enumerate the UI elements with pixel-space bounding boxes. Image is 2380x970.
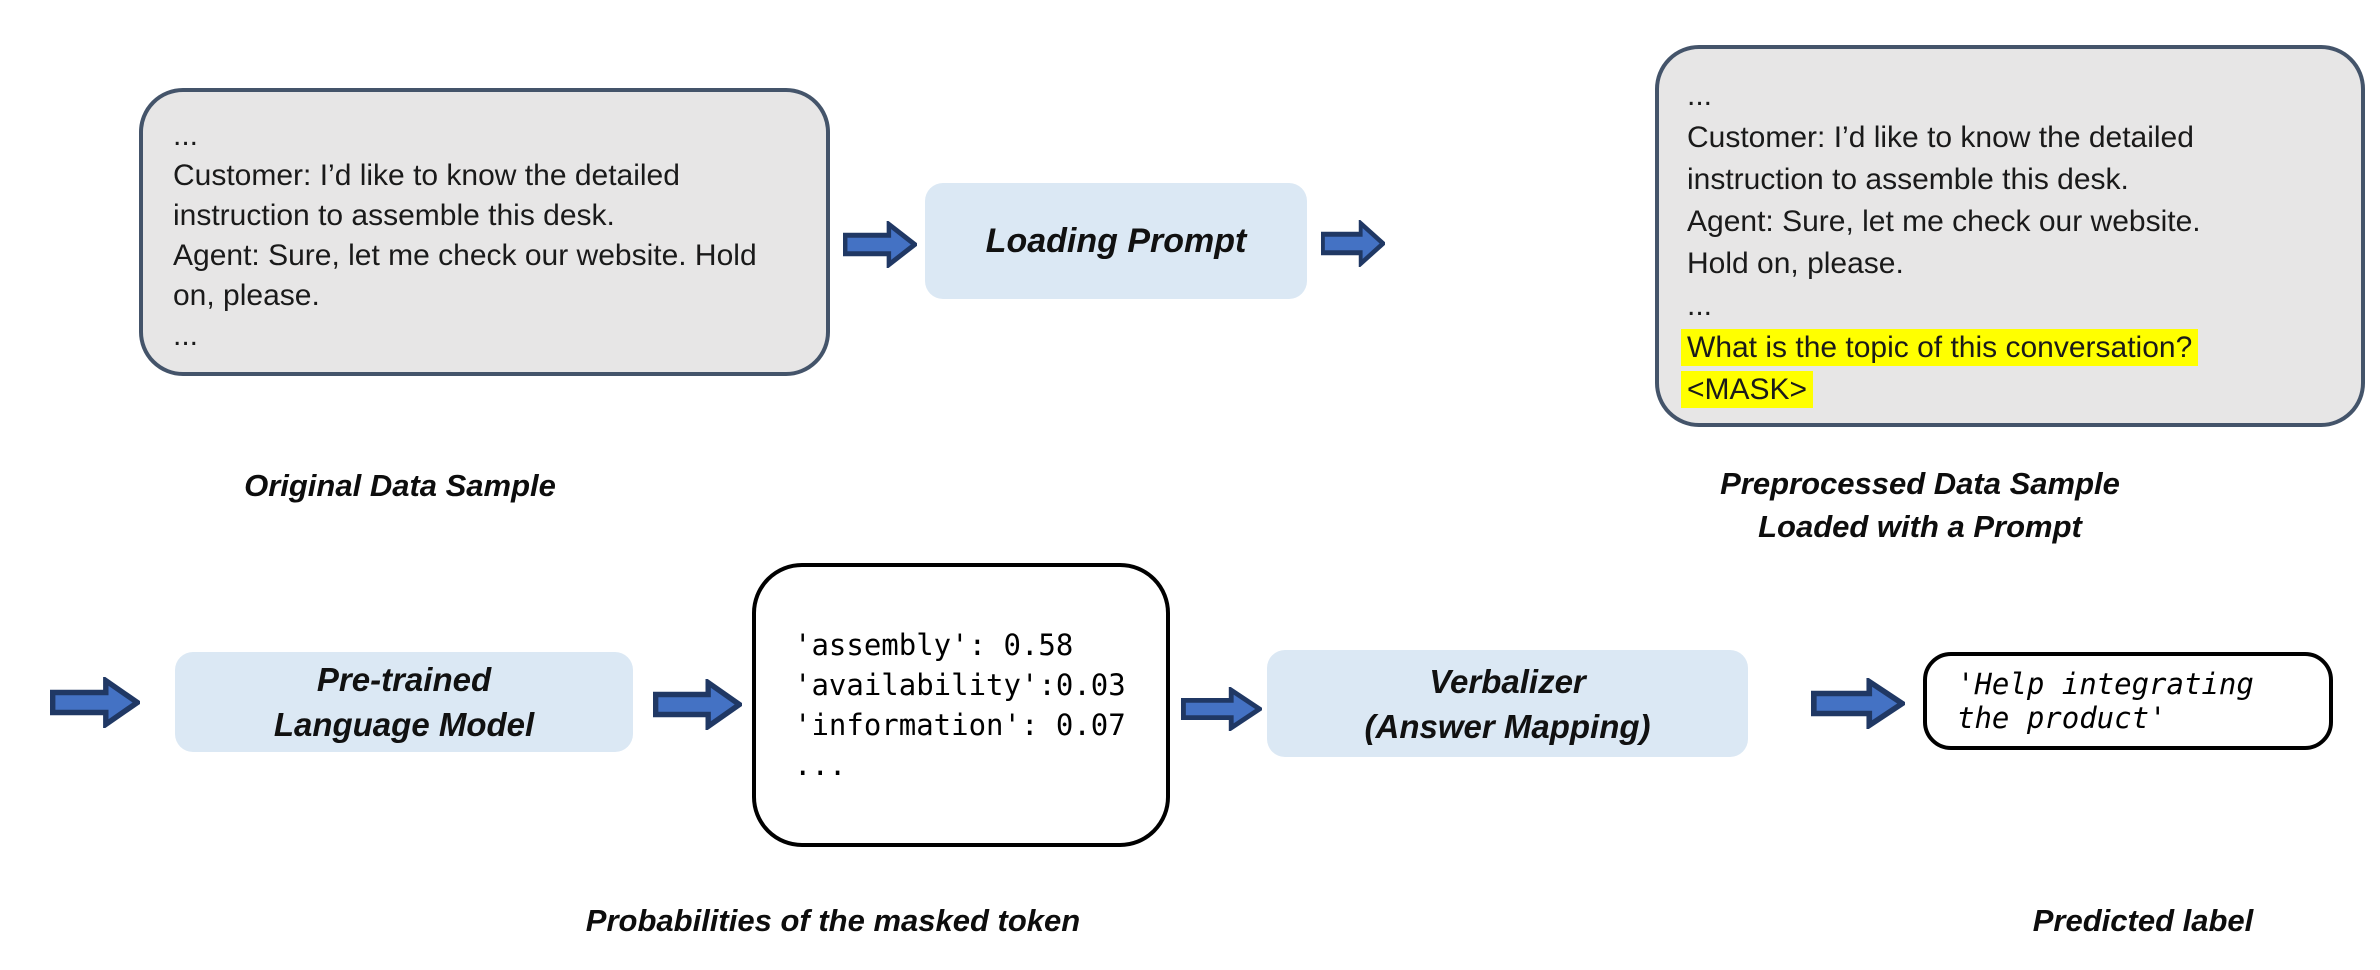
verbalizer-label-line: Verbalizer bbox=[1429, 662, 1586, 700]
preprocessed-data-sample-box: ... Customer: I’d like to know the detai… bbox=[1655, 45, 2365, 427]
probability-line: ... bbox=[794, 748, 847, 782]
original-data-sample-caption: Original Data Sample bbox=[244, 468, 556, 503]
probability-line: 'information': 0.07 bbox=[794, 708, 1126, 742]
conversation-line: ... bbox=[1687, 289, 1713, 322]
plm-label-line: Language Model bbox=[273, 706, 535, 743]
conversation-line: ... bbox=[173, 119, 199, 152]
pretrained-language-model-box: Pre-trained Language Model bbox=[175, 652, 633, 752]
predicted-label-line: 'Help integrating bbox=[1957, 667, 2254, 701]
flow-arrow-icon bbox=[50, 677, 140, 728]
conversation-line: Customer: I’d like to know the detailed bbox=[1687, 121, 2194, 154]
flow-arrow-icon bbox=[1811, 678, 1905, 729]
conversation-line: instruction to assemble this desk. bbox=[1687, 163, 2129, 196]
conversation-line: ... bbox=[1687, 79, 1713, 112]
verbalizer-label-line: (Answer Mapping) bbox=[1364, 707, 1651, 745]
original-data-sample-box: ... Customer: I’d like to know the detai… bbox=[139, 88, 830, 376]
conversation-line: ... bbox=[173, 319, 199, 352]
conversation-line: on, please. bbox=[173, 279, 320, 312]
flow-arrow-icon bbox=[843, 221, 917, 268]
conversation-line: Agent: Sure, let me check our website. H… bbox=[173, 239, 757, 272]
flow-arrow-icon bbox=[653, 679, 742, 730]
caption-line: Loaded with a Prompt bbox=[1758, 509, 2082, 544]
loading-prompt-label: Loading Prompt bbox=[985, 221, 1247, 260]
conversation-line: instruction to assemble this desk. bbox=[173, 199, 615, 232]
highlighted-mask-token: <MASK> bbox=[1681, 369, 2339, 411]
probability-line: 'availability':0.03 bbox=[794, 668, 1126, 702]
loading-prompt-box: Loading Prompt bbox=[925, 183, 1307, 299]
predicted-label-box: 'Help integrating the product' bbox=[1923, 652, 2333, 750]
predicted-label-caption: Predicted label bbox=[2032, 903, 2254, 938]
preprocessed-data-sample-caption: Preprocessed Data Sample Loaded with a P… bbox=[1670, 462, 2170, 548]
verbalizer-box: Verbalizer (Answer Mapping) bbox=[1267, 650, 1748, 757]
conversation-line: Customer: I’d like to know the detailed bbox=[173, 159, 680, 192]
flow-arrow-icon bbox=[1181, 687, 1262, 731]
predicted-label-line: the product' bbox=[1957, 701, 2167, 735]
conversation-line: Agent: Sure, let me check our website. bbox=[1687, 205, 2201, 238]
probability-line: 'assembly': 0.58 bbox=[794, 628, 1074, 662]
flow-arrow-icon bbox=[1321, 220, 1385, 267]
probabilities-box: 'assembly': 0.58 'availability':0.03 'in… bbox=[752, 563, 1170, 847]
highlighted-prompt-line: What is the topic of this conversation? bbox=[1681, 327, 2339, 369]
caption-line: Preprocessed Data Sample bbox=[1720, 466, 2120, 501]
probabilities-caption: Probabilities of the masked token bbox=[585, 903, 1081, 938]
conversation-line: Hold on, please. bbox=[1687, 247, 1904, 280]
plm-label-line: Pre-trained bbox=[316, 661, 492, 698]
